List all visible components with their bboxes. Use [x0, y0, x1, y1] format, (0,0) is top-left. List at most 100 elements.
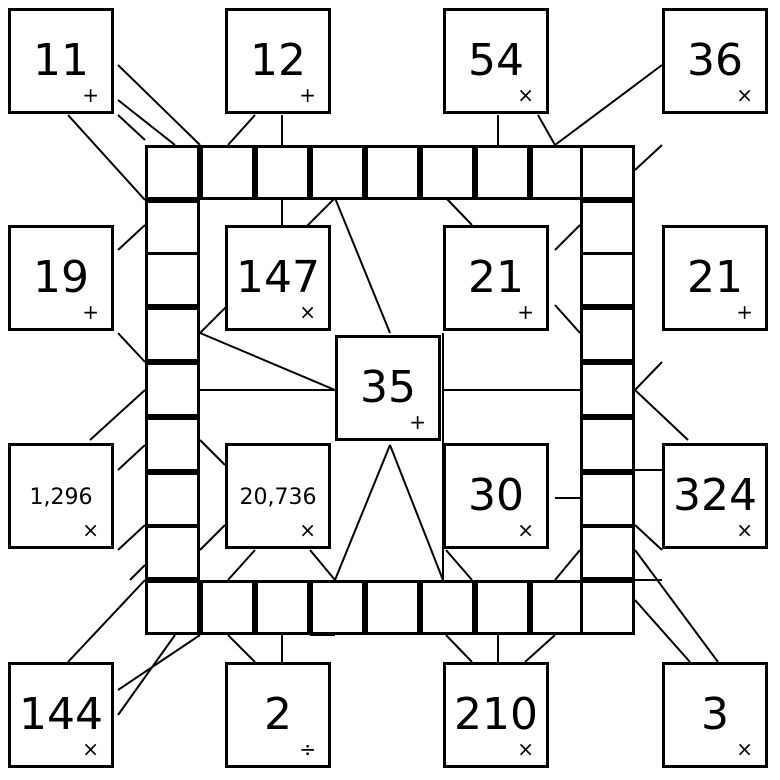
clue-operator: × — [517, 83, 534, 107]
answer-cell-left-5[interactable] — [145, 417, 200, 472]
answer-cell-bottom-6[interactable] — [420, 580, 475, 635]
connector-line — [199, 524, 226, 551]
clue-target-value: 21 — [468, 252, 524, 303]
connector-line — [117, 444, 146, 471]
answer-cell-left-2[interactable] — [145, 252, 200, 307]
clue-operator: + — [409, 410, 426, 434]
answer-cell-left-4[interactable] — [145, 362, 200, 417]
clue-operator: × — [517, 737, 534, 761]
clue-box: 20,736× — [225, 443, 331, 549]
answer-cell-right-3[interactable] — [580, 307, 635, 362]
clue-box: 210× — [443, 662, 549, 768]
answer-cell-bottom-8[interactable] — [530, 580, 585, 635]
answer-cell-right-1[interactable] — [580, 200, 635, 255]
connector-line — [634, 599, 691, 663]
clue-target-value: 12 — [250, 35, 306, 86]
answer-cell-right-5[interactable] — [580, 417, 635, 472]
answer-cell-left-3[interactable] — [145, 307, 200, 362]
clue-operator: × — [82, 737, 99, 761]
connector-line — [199, 439, 226, 466]
answer-cell-left-1[interactable] — [145, 200, 200, 255]
answer-cell-left-6[interactable] — [145, 472, 200, 527]
clue-target-value: 3 — [701, 689, 729, 740]
answer-cell-top-9[interactable] — [580, 145, 635, 200]
clue-target-value: 20,736 — [239, 485, 317, 510]
clue-operator: + — [299, 83, 316, 107]
answer-cell-top-7[interactable] — [475, 145, 530, 200]
clue-target-value: 2 — [264, 689, 292, 740]
clue-box: 324× — [662, 443, 768, 549]
clue-box: 21+ — [662, 225, 768, 331]
clue-operator: × — [299, 300, 316, 324]
clue-operator: × — [517, 518, 534, 542]
answer-cell-bottom-2[interactable] — [200, 580, 255, 635]
connector-line — [227, 634, 256, 663]
clue-box: 21+ — [443, 225, 549, 331]
connector-line — [445, 549, 473, 581]
connector-line — [634, 361, 663, 391]
clue-target-value: 11 — [33, 35, 89, 86]
clue-operator: × — [736, 83, 753, 107]
answer-cell-bottom-3[interactable] — [255, 580, 310, 635]
answer-cell-top-8[interactable] — [530, 145, 585, 200]
connector-line — [117, 634, 176, 716]
clue-box: 12+ — [225, 8, 331, 114]
answer-cell-top-4[interactable] — [310, 145, 365, 200]
answer-cell-top-2[interactable] — [200, 145, 255, 200]
answer-cell-top-6[interactable] — [420, 145, 475, 200]
answer-cell-right-2[interactable] — [580, 252, 635, 307]
answer-cell-bottom-4[interactable] — [310, 580, 365, 635]
connector-line — [389, 444, 444, 581]
clue-box: 35+ — [335, 335, 441, 441]
answer-cell-right-4[interactable] — [580, 362, 635, 417]
answer-cell-bottom-9[interactable] — [580, 580, 635, 635]
answer-cell-top-5[interactable] — [365, 145, 420, 200]
clue-target-value: 144 — [19, 689, 103, 740]
connector-line — [227, 114, 256, 146]
clue-operator: ÷ — [299, 737, 316, 761]
connector-line — [117, 332, 146, 363]
connector-line — [634, 389, 689, 441]
clue-box: 11+ — [8, 8, 114, 114]
clue-operator: + — [82, 300, 99, 324]
connector-line — [554, 64, 663, 146]
answer-cell-bottom-5[interactable] — [365, 580, 420, 635]
clue-target-value: 30 — [468, 470, 524, 521]
clue-box: 144× — [8, 662, 114, 768]
answer-cell-right-7[interactable] — [580, 525, 635, 580]
clue-operator: × — [736, 518, 753, 542]
connector-line — [634, 524, 663, 551]
answer-cell-top-1[interactable] — [145, 145, 200, 200]
clue-box: 19+ — [8, 225, 114, 331]
clue-box: 30× — [443, 443, 549, 549]
connector-line — [117, 224, 146, 251]
answer-cell-bottom-1[interactable] — [145, 580, 200, 635]
connector-line — [634, 549, 719, 663]
clue-operator: × — [82, 518, 99, 542]
clue-box: 2÷ — [225, 662, 331, 768]
connector-line — [334, 197, 391, 334]
clue-target-value: 147 — [236, 252, 320, 303]
answer-cell-top-3[interactable] — [255, 145, 310, 200]
connector-line — [117, 114, 146, 141]
clue-operator: + — [82, 83, 99, 107]
clue-box: 1,296× — [8, 443, 114, 549]
clue-box: 3× — [662, 662, 768, 768]
clue-target-value: 19 — [33, 252, 89, 303]
connector-line — [117, 64, 201, 146]
connector-line — [554, 304, 581, 334]
connector-line — [445, 634, 473, 663]
connector-line — [67, 579, 146, 663]
clue-target-value: 324 — [673, 470, 757, 521]
clue-target-value: 54 — [468, 35, 524, 86]
connector-line — [445, 197, 473, 226]
clue-operator: × — [736, 737, 753, 761]
answer-cell-right-6[interactable] — [580, 472, 635, 527]
clue-box: 54× — [443, 8, 549, 114]
connector-line — [634, 144, 663, 171]
answer-cell-left-7[interactable] — [145, 525, 200, 580]
answer-cell-bottom-7[interactable] — [475, 580, 530, 635]
clue-operator: + — [736, 300, 753, 324]
connector-line — [117, 634, 201, 691]
